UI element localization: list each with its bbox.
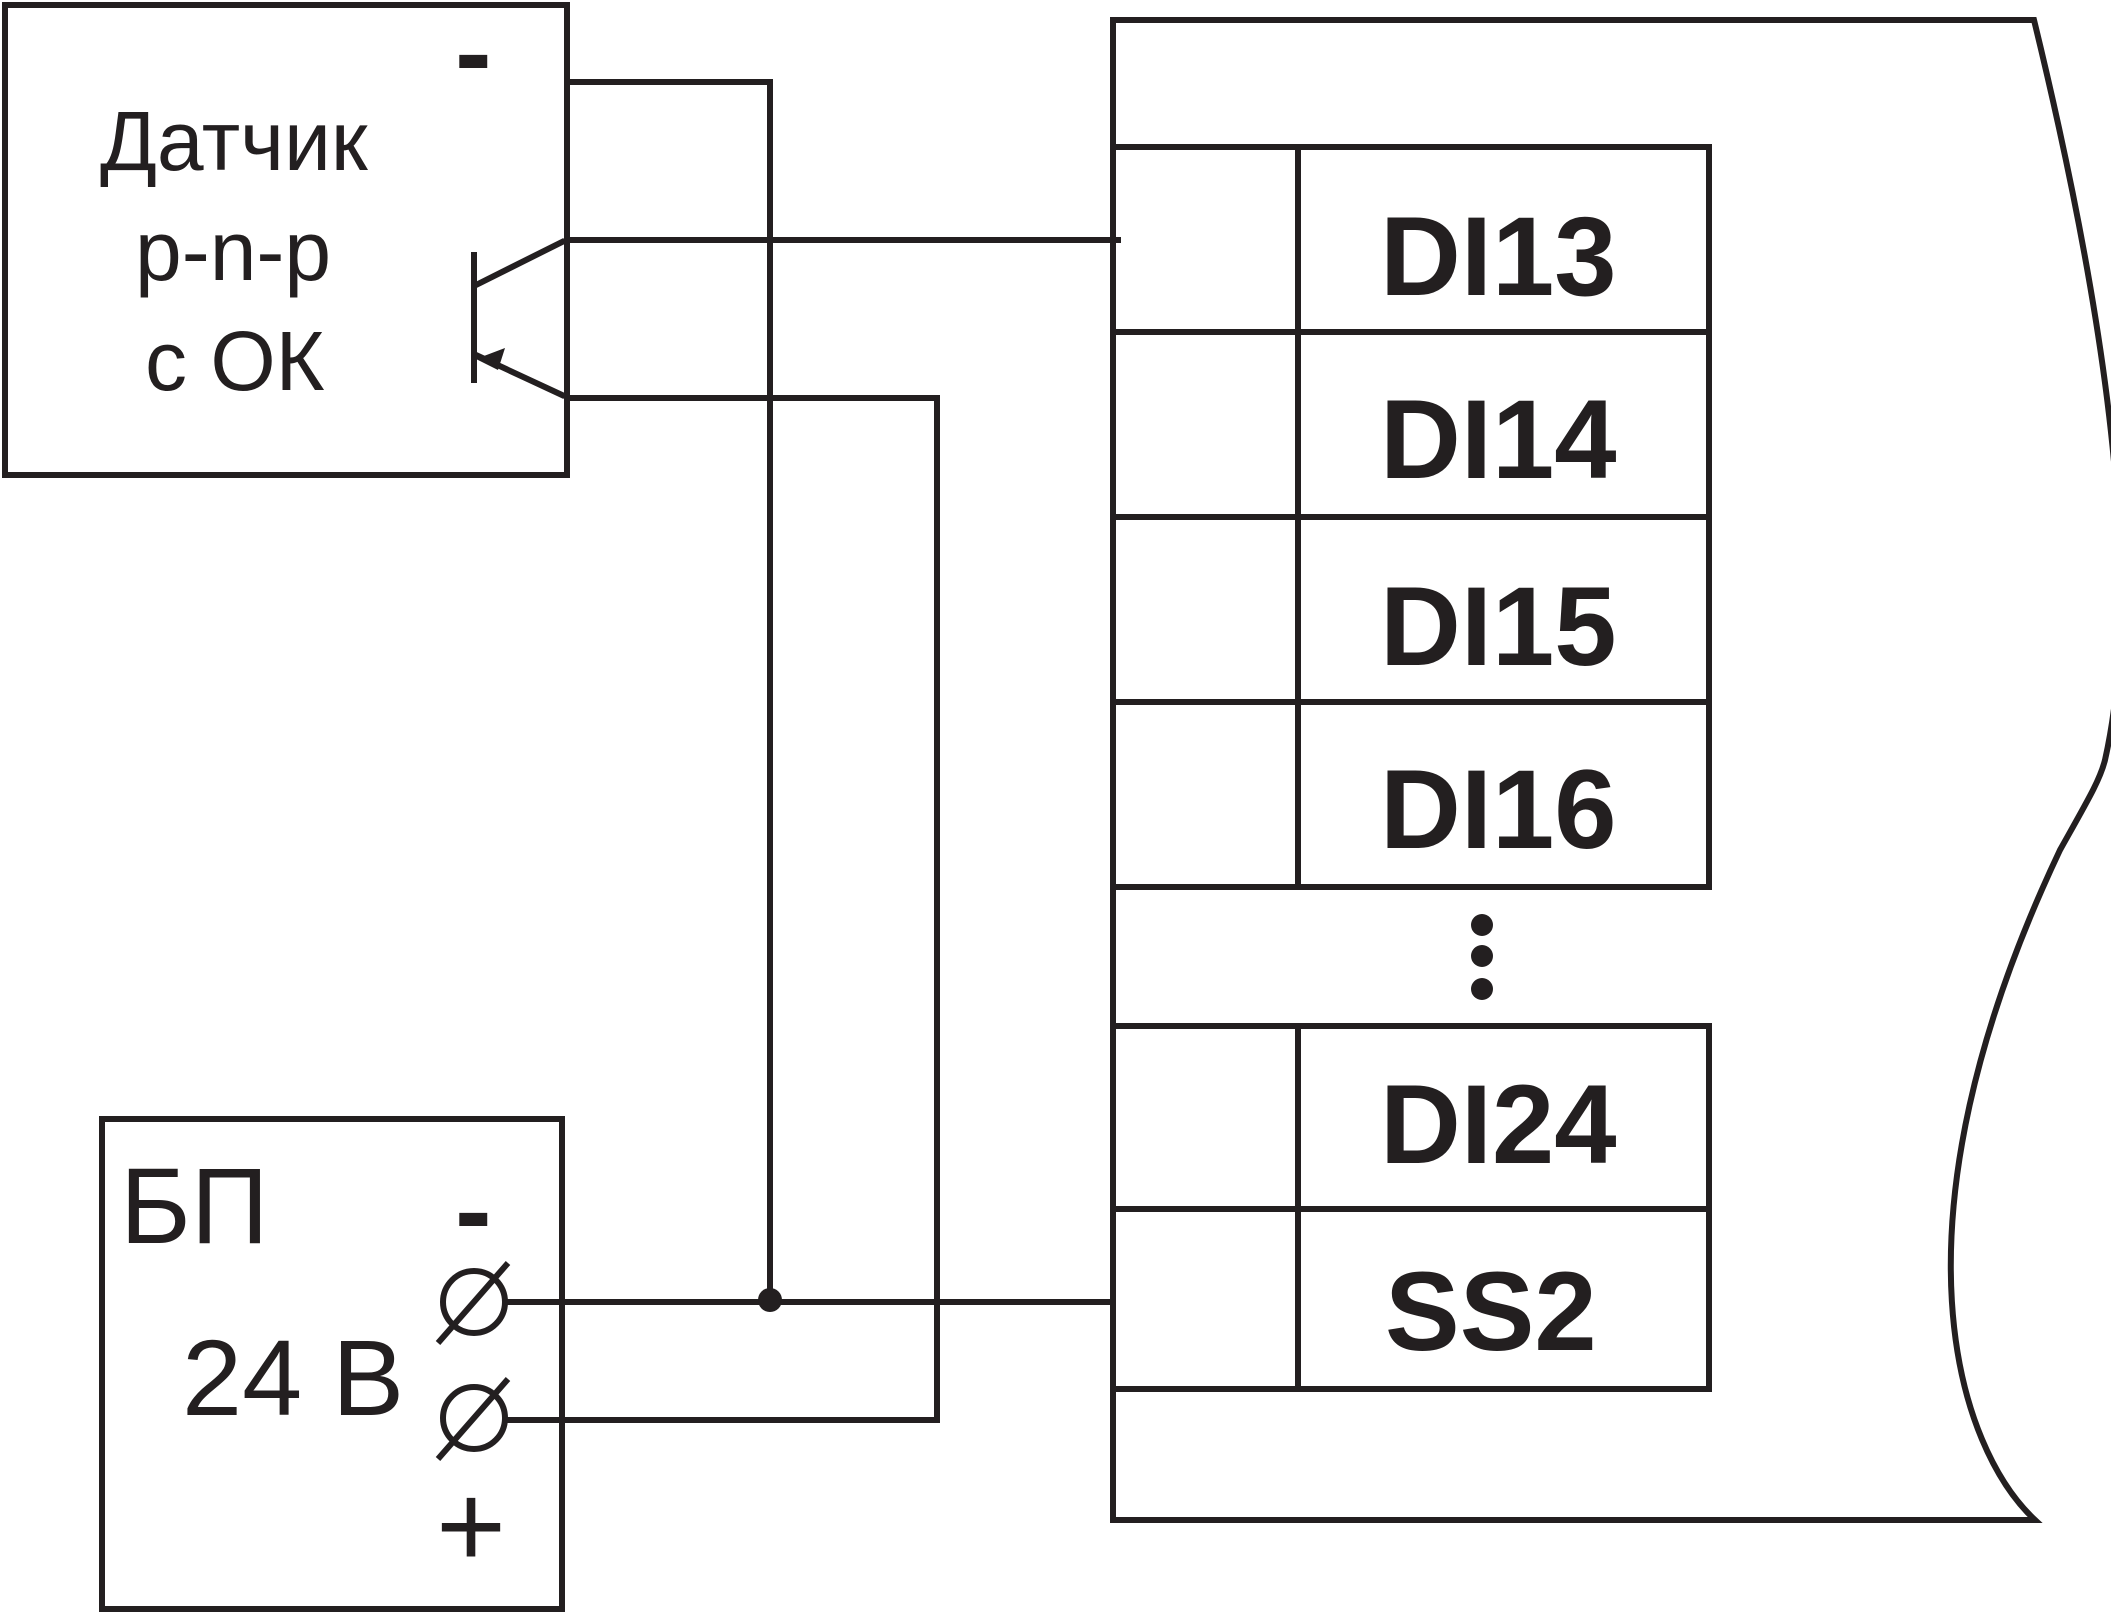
power-supply-voltage: 24 В <box>182 1317 404 1438</box>
power-supply-minus-sign: - <box>455 1149 492 1272</box>
ellipsis-dots <box>1471 914 1493 1000</box>
power-supply-plus-sign: + <box>436 1459 506 1593</box>
terminal-label-ss2: SS2 <box>1385 1249 1597 1374</box>
terminal-label-di14: DI14 <box>1380 377 1617 502</box>
module-body <box>1110 17 2111 1523</box>
transistor-symbol <box>471 237 567 399</box>
sensor-type: p-n-p <box>135 204 331 298</box>
wires <box>503 79 1121 1423</box>
terminal-label-di16: DI16 <box>1380 747 1617 872</box>
terminal-block <box>1110 144 1712 1392</box>
power-supply-title: БП <box>120 1145 269 1266</box>
wire-junction-dot <box>758 1288 782 1312</box>
terminal-label-di13: DI13 <box>1380 194 1617 319</box>
terminal-label-di15: DI15 <box>1380 564 1617 689</box>
sensor-minus-sign: - <box>455 0 492 114</box>
power-supply-box <box>99 1116 565 1612</box>
sensor-title: Датчик <box>100 94 369 188</box>
sensor-box <box>2 2 570 478</box>
sensor-output: с ОК <box>145 314 325 408</box>
terminal-label-di24: DI24 <box>1380 1062 1617 1187</box>
